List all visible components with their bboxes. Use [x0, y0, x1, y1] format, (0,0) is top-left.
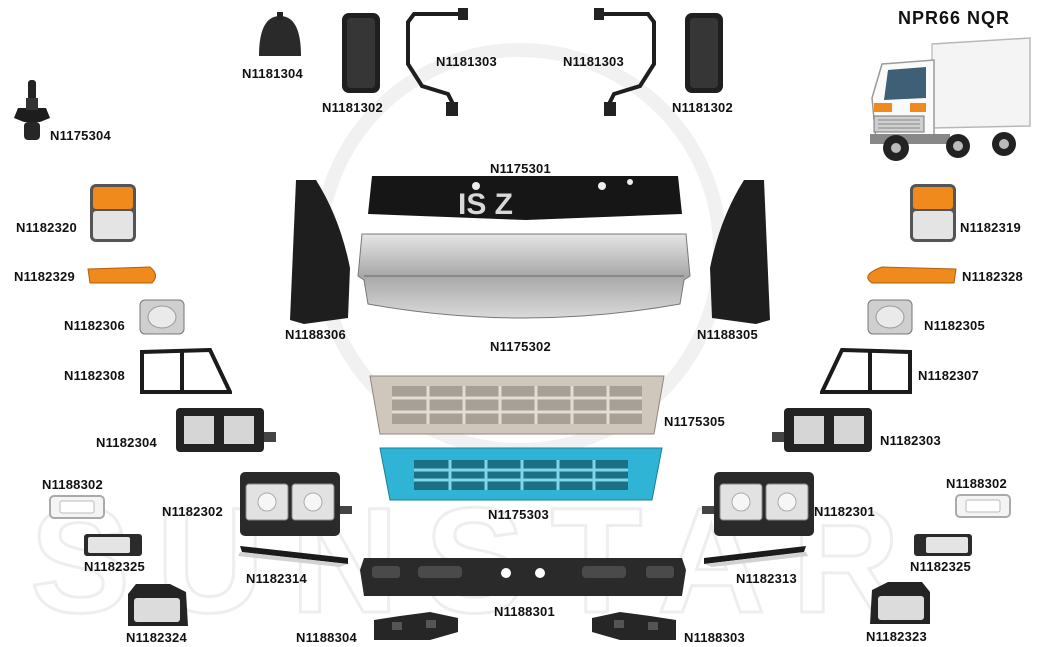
headlamp-housing-right-image [772, 408, 872, 452]
part-label-N1188303: N1188303 [684, 630, 745, 645]
mirror-arm-left-image [406, 8, 468, 116]
part-label-N1181302-left: N1181302 [322, 100, 383, 115]
bumper-trim-left-image [238, 546, 348, 567]
part-label-N1182302: N1182302 [162, 504, 223, 519]
headlamp-housing-left-image [176, 408, 276, 452]
part-label-N1181303-left: N1181303 [436, 54, 497, 69]
upper-panel-image: IS Z [368, 176, 682, 221]
part-label-N1182320: N1182320 [16, 220, 77, 235]
part-label-N1182324: N1182324 [126, 630, 187, 645]
part-label-N1182329: N1182329 [14, 269, 75, 284]
part-label-N1182301: N1182301 [814, 504, 875, 519]
part-label-N1188302-right: N1188302 [946, 476, 1007, 491]
corner-lamp-right-image [910, 184, 956, 242]
part-label-N1175302: N1175302 [490, 339, 551, 354]
part-label-N1182319: N1182319 [960, 220, 1021, 235]
corner-panel-right-image [710, 180, 770, 324]
beige-grille-image [369, 375, 665, 435]
part-label-N1182305: N1182305 [924, 318, 985, 333]
part-label-N1182328: N1182328 [962, 269, 1023, 284]
corner-panel-left-image [290, 180, 350, 324]
part-label-N1181303-right: N1181303 [563, 54, 624, 69]
mirror-arm-right-image [594, 8, 656, 116]
clip-part-image [14, 80, 50, 140]
bezel-right-image [955, 494, 1011, 518]
part-label-N1182306: N1182306 [64, 318, 125, 333]
bumper-trim-right-image [704, 546, 808, 567]
fog-lamp-right-image [867, 299, 913, 335]
panel-emblem-text: IS Z [458, 188, 513, 221]
small-lamp-left-image [84, 534, 142, 556]
side-mirror-left-image [342, 13, 380, 93]
part-label-N1182325-left: N1182325 [84, 559, 145, 574]
bumper-bracket-left-image [374, 612, 458, 640]
amber-strip-left-image [87, 266, 156, 284]
blue-grille-image [379, 447, 663, 501]
part-label-N1182308: N1182308 [64, 368, 125, 383]
part-label-N1175303: N1175303 [488, 507, 549, 522]
part-label-N1188301: N1188301 [494, 604, 555, 619]
model-title: NPR66 NQR [898, 8, 1011, 28]
part-label-N1188302-left: N1188302 [42, 477, 103, 492]
headlamp-frame-left-image [140, 348, 232, 394]
round-mirror-image [259, 12, 301, 56]
chrome-panel-image [357, 233, 691, 319]
truck-image [870, 37, 1031, 161]
part-label-N1175301: N1175301 [490, 161, 551, 176]
fog-lamp-bracket-right-image [870, 582, 930, 624]
part-label-N1188305: N1188305 [697, 327, 758, 342]
fog-lamp-left-image [139, 299, 185, 335]
amber-strip-right-image [867, 266, 957, 284]
part-label-N1182323: N1182323 [866, 629, 927, 644]
side-mirror-right-image [685, 13, 723, 93]
fog-lamp-bracket-left-image [128, 584, 188, 626]
part-label-N1188306: N1188306 [285, 327, 346, 342]
part-label-N1182314: N1182314 [246, 571, 307, 586]
part-label-N1182313: N1182313 [736, 571, 797, 586]
headlamp-assembly-left-image [240, 472, 352, 536]
part-label-N1182304: N1182304 [96, 435, 157, 450]
bezel-left-image [49, 495, 105, 519]
part-label-N1182325-right: N1182325 [910, 559, 971, 574]
part-label-N1175304: N1175304 [50, 128, 111, 143]
headlamp-assembly-right-image [702, 472, 814, 536]
part-label-N1182303: N1182303 [880, 433, 941, 448]
headlamp-frame-right-image [820, 348, 912, 394]
part-label-N1182307: N1182307 [918, 368, 979, 383]
front-bumper-image [360, 558, 686, 596]
corner-lamp-left-image [90, 184, 136, 242]
part-label-N1181304: N1181304 [242, 66, 303, 81]
part-label-N1181302-right: N1181302 [672, 100, 733, 115]
part-label-N1188304: N1188304 [296, 630, 357, 645]
bumper-bracket-right-image [592, 612, 676, 640]
small-lamp-right-image [914, 534, 972, 556]
part-label-N1175305: N1175305 [664, 414, 725, 429]
